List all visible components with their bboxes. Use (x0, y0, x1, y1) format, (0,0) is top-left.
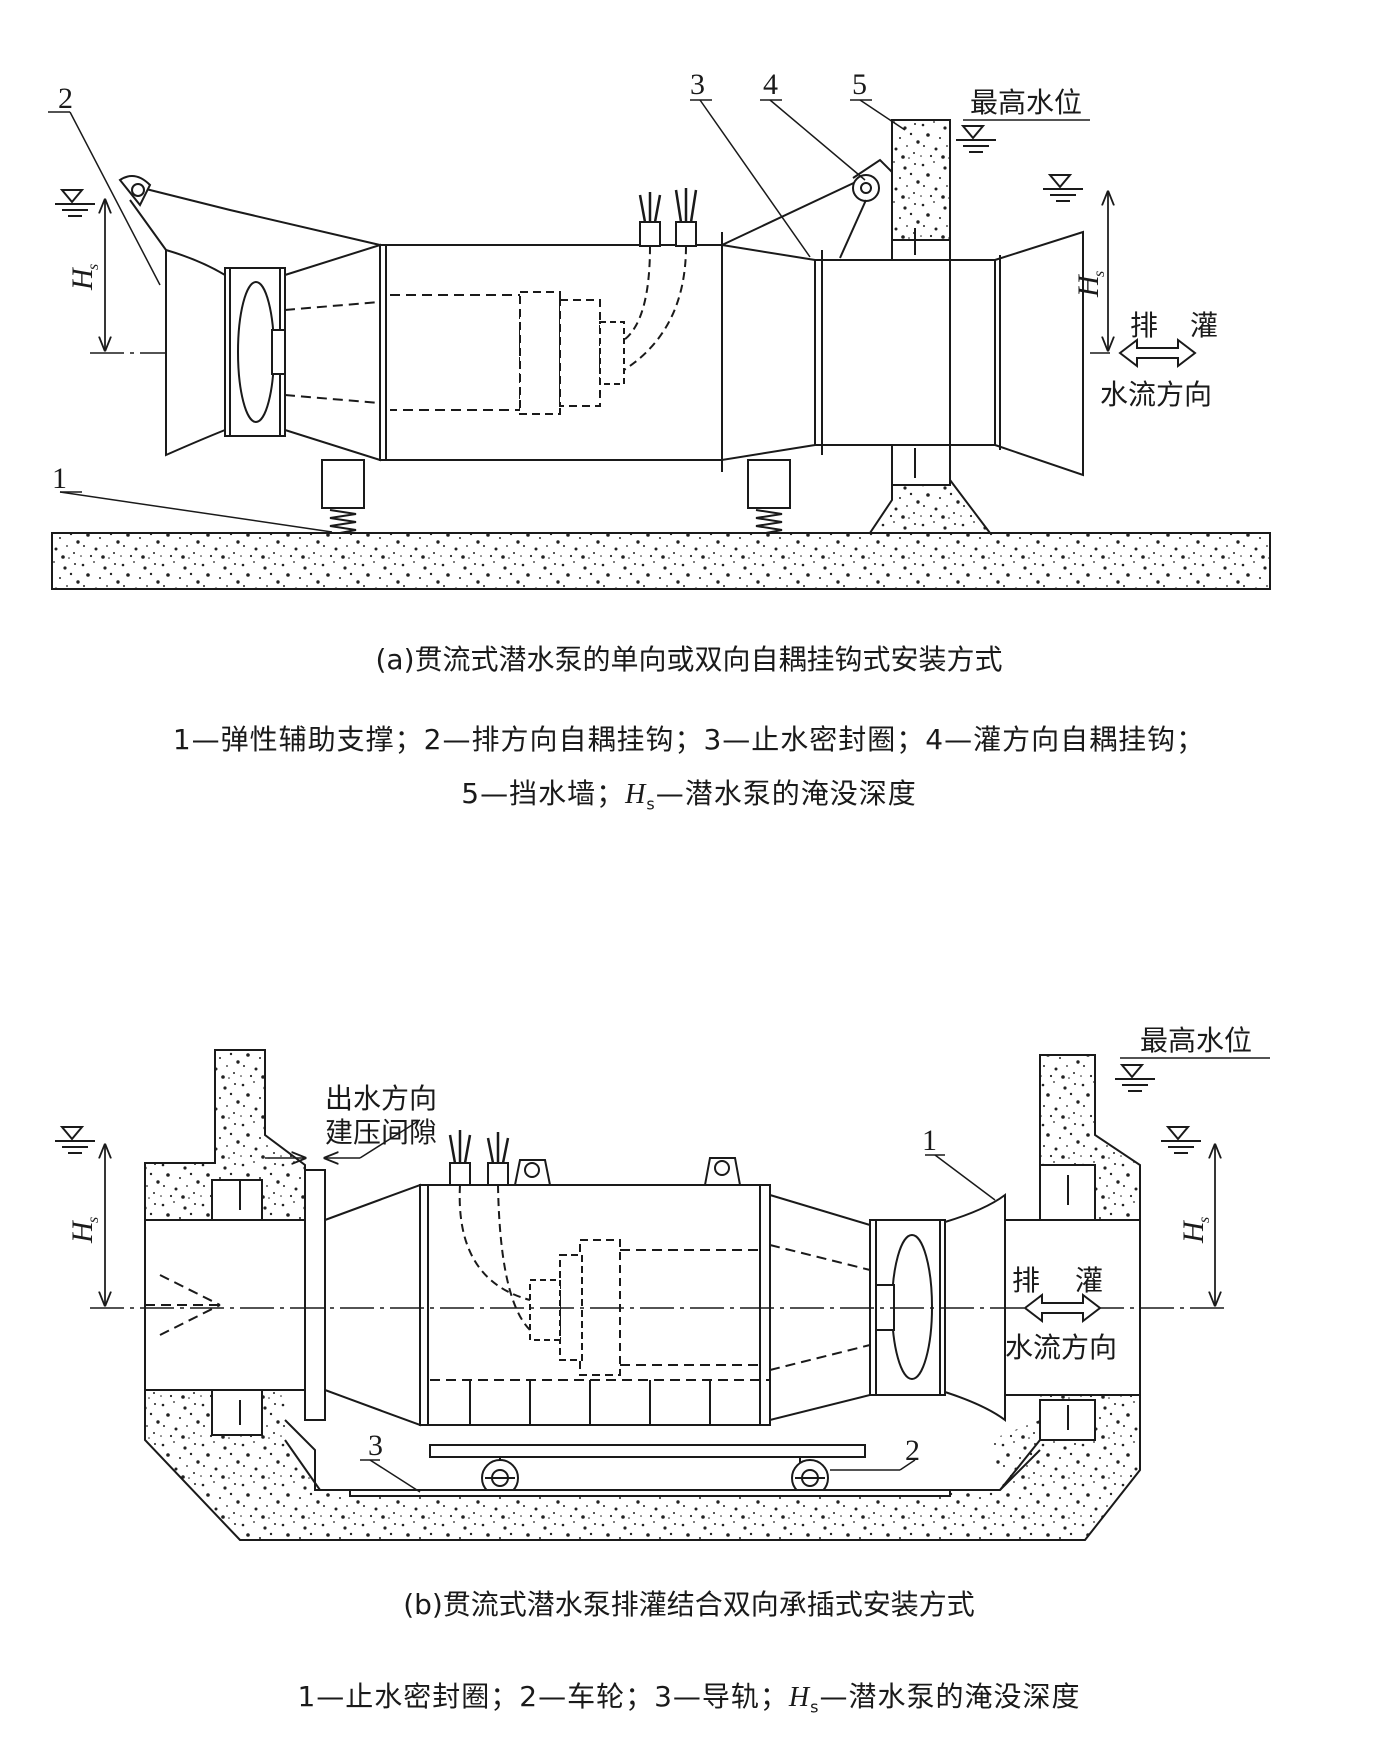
left-bell-a (165, 248, 226, 457)
water-level-symbol-a-max (956, 125, 996, 153)
callout-b-2: 2 (905, 1434, 920, 1467)
pump-barrel-a (379, 244, 723, 461)
left-wall-lower-b (211, 1389, 263, 1436)
svg-text:H: H (1072, 273, 1105, 298)
impeller-a (237, 281, 275, 423)
flow-direction-label-a: 水流方向 (1100, 378, 1212, 411)
callout-a-4: 4 (763, 68, 778, 101)
water-level-symbol-b-right (1161, 1126, 1201, 1154)
caption-b: (b)贯流式潜水泵排灌结合双向承插式安装方式 (403, 1588, 975, 1621)
svg-text:s: s (85, 1217, 102, 1223)
caption-a: (a)贯流式潜水泵的单向或双向自耦挂钩式安装方式 (375, 643, 1003, 676)
cable-gland-a2 (675, 221, 697, 247)
outlet-direction-label-b: 出水方向 (325, 1082, 437, 1115)
legend-b-sub: s (810, 1697, 820, 1717)
impeller-b (891, 1234, 933, 1380)
callout-b-1: 1 (922, 1124, 937, 1157)
water-level-symbol-b-left (55, 1126, 95, 1154)
cable-gland-b1 (449, 1162, 471, 1186)
hs-label-a-right: H s (1072, 271, 1108, 298)
support-a-right (747, 459, 791, 509)
hs-label-a-left: H s (66, 264, 102, 291)
left-sleeve-b (304, 1169, 326, 1421)
svg-text:s: s (1196, 1217, 1213, 1223)
svg-text:H: H (66, 266, 99, 291)
outlet-cone-a (721, 243, 816, 462)
legend-b: 1—止水密封圈；2—车轮；3—导轨；Hs—潜水泵的淹没深度 (0, 1675, 1378, 1717)
callout-a-2: 2 (58, 82, 73, 115)
figure-b (55, 1049, 1270, 1541)
flow-arrow-b (1023, 1292, 1102, 1324)
svg-text:s: s (85, 264, 102, 270)
guide-rail-b (349, 1489, 951, 1497)
spring-a-left (329, 509, 357, 534)
lifting-lug-b1 (514, 1159, 551, 1186)
discharge-label-b: 排 (1012, 1264, 1040, 1297)
spring-a-right (755, 509, 783, 534)
hs-label-b-left: H s (66, 1217, 102, 1244)
cable-gland-a1 (639, 221, 661, 247)
legend-b-suffix: —潜水泵的淹没深度 (819, 1680, 1081, 1713)
legend-a-line2-h: H (625, 779, 647, 810)
diffuser-cone-a (284, 243, 381, 462)
max-water-level-a: 最高水位 (970, 86, 1082, 119)
legend-b-h: H (788, 1682, 811, 1713)
pressure-gap-label-b: 建压间隙 (325, 1116, 437, 1149)
water-level-symbol-b-max (1115, 1064, 1155, 1092)
cart-frame-b (429, 1444, 866, 1458)
callout-b-3: 3 (368, 1429, 383, 1462)
discharge-label-a: 排 (1130, 309, 1158, 342)
legend-a-line2: 5—挡水墙；Hs—潜水泵的淹没深度 (0, 772, 1378, 814)
hook-a-left (129, 184, 381, 251)
water-level-symbol-a-right (1043, 174, 1083, 202)
lifting-lug-b2 (704, 1157, 741, 1186)
svg-text:s: s (1091, 271, 1108, 277)
callout-a-1: 1 (52, 462, 67, 495)
legend-a-line1: 1—弹性辅助支撑；2—排方向自耦挂钩；3—止水密封圈；4—灌方向自耦挂钩； (172, 723, 1206, 756)
svg-text:H: H (66, 1219, 99, 1244)
callout-a-5: 5 (852, 68, 867, 101)
outlet-pipe-a (814, 259, 996, 446)
hook-a-right (721, 179, 861, 246)
legend-a-line2-suffix: —潜水泵的淹没深度 (655, 777, 917, 810)
max-water-level-b: 最高水位 (1140, 1024, 1252, 1057)
legend-a-line2-sub: s (646, 794, 656, 814)
figure-a (48, 99, 1271, 590)
hs-label-b-right: H s (1177, 1217, 1213, 1244)
flow-direction-label-b: 水流方向 (1005, 1331, 1117, 1364)
irrigate-label-a: 灌 (1190, 309, 1218, 342)
legend-a-line2-prefix: 5—挡水墙； (461, 777, 626, 810)
water-level-symbol-a-left (55, 189, 95, 217)
irrigate-label-b: 灌 (1075, 1264, 1103, 1297)
support-a-left (321, 459, 365, 509)
legend-b-prefix: 1—止水密封圈；2—车轮；3—导轨； (297, 1680, 789, 1713)
callout-a-3: 3 (690, 68, 705, 101)
motor-outline-a (390, 294, 521, 411)
svg-text:H: H (1177, 1219, 1210, 1244)
cable-gland-b2 (487, 1162, 509, 1186)
right-bell-a (994, 230, 1084, 477)
base-slab-a (51, 532, 1271, 590)
flow-arrow-a (1118, 337, 1197, 369)
